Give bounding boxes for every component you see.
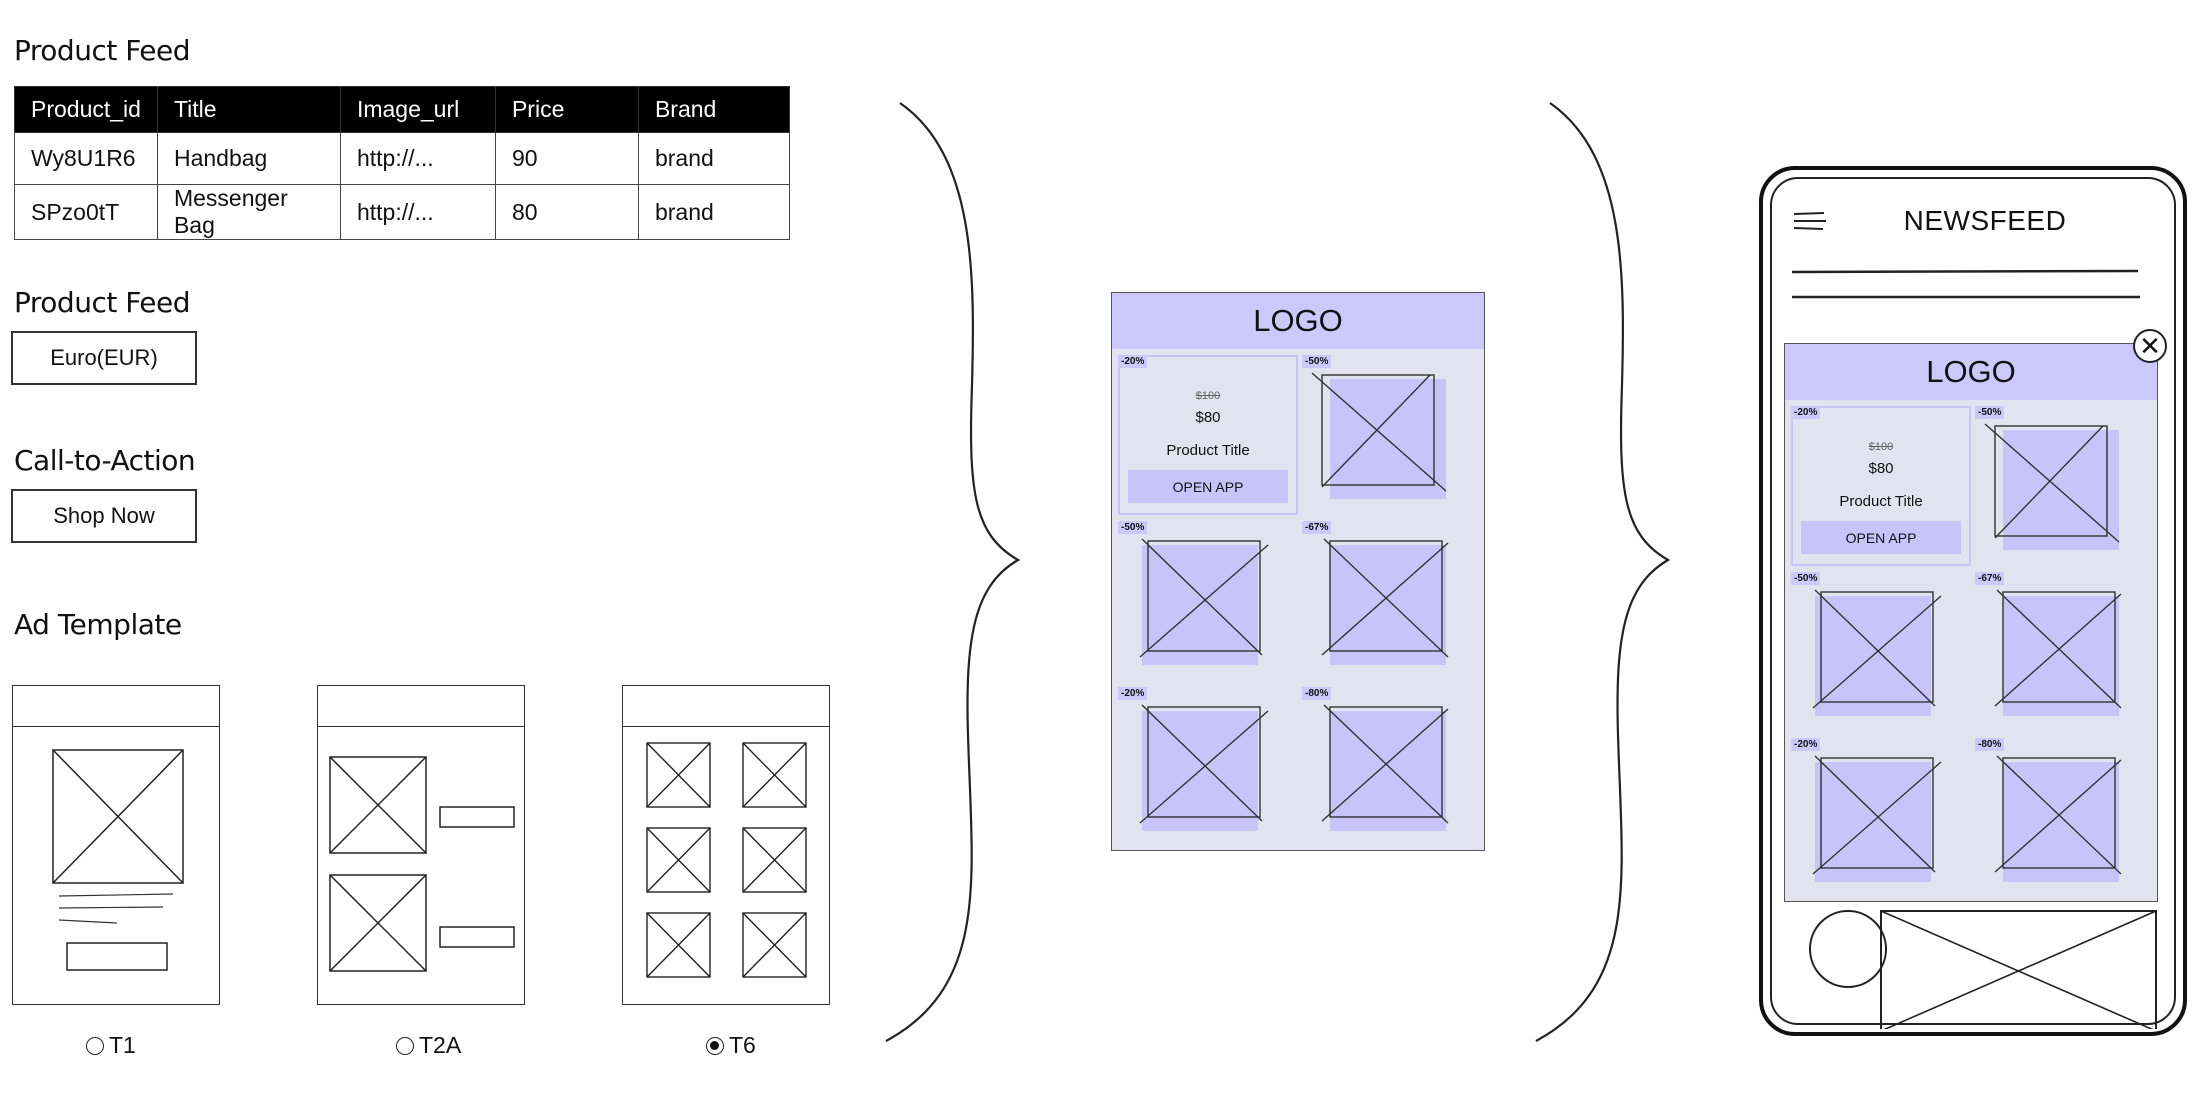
column-header: Price xyxy=(494,86,639,133)
ad-logo-header: LOGO xyxy=(1112,293,1484,349)
table-cell: Wy8U1R6 xyxy=(14,132,158,185)
table-header-row: Product_id Title Image_url Price Brand xyxy=(14,86,790,133)
feed-text-lines xyxy=(1791,269,2140,299)
product-feed-table: Product_id Title Image_url Price Brand W… xyxy=(14,86,790,240)
phone-screen xyxy=(1770,177,2176,1025)
currency-field[interactable]: Euro(EUR) xyxy=(11,331,197,385)
template-t2a-card[interactable] xyxy=(317,685,525,1005)
column-header: Brand xyxy=(637,86,790,133)
discount-badge: -50% xyxy=(1791,572,1821,585)
product-feed-title: Product Feed xyxy=(14,34,191,67)
close-icon: ✕ xyxy=(2139,331,2161,361)
product-image-grid xyxy=(1812,423,2122,882)
table-row: SPzo0tT Messenger Bag http://... 80 bran… xyxy=(14,184,790,240)
template-t6-option[interactable]: T6 xyxy=(706,1032,756,1059)
discount-badge: -20% xyxy=(1791,406,1821,419)
logo-text: LOGO xyxy=(1253,303,1343,338)
table-cell: Messenger Bag xyxy=(156,184,341,240)
feed-bottom-post xyxy=(1809,910,2157,1029)
template-header-line xyxy=(13,726,219,727)
newsfeed-title: NEWSFEED xyxy=(1903,205,2067,236)
table-cell: brand xyxy=(637,184,790,240)
hamburger-menu-icon[interactable] xyxy=(1792,210,1828,236)
template-t1-sketch xyxy=(52,749,184,971)
table-cell: 80 xyxy=(494,184,639,240)
cta-field[interactable]: Shop Now xyxy=(11,489,197,543)
table-cell: http://... xyxy=(339,184,496,240)
discount-badge: -50% xyxy=(1302,355,1332,368)
template-t6-card[interactable] xyxy=(622,685,830,1005)
template-t1-card[interactable] xyxy=(12,685,220,1005)
logo-text: LOGO xyxy=(1926,354,2016,389)
template-header-line xyxy=(623,726,829,727)
table-cell: http://... xyxy=(339,132,496,185)
discount-badge: -20% xyxy=(1118,687,1148,700)
column-header: Title xyxy=(156,86,341,133)
product-price: $80 xyxy=(1195,409,1221,426)
column-header: Product_id xyxy=(14,86,158,133)
old-price: $100 xyxy=(1195,390,1221,402)
close-ad-button[interactable]: ✕ xyxy=(2133,329,2167,363)
radio-button[interactable] xyxy=(86,1036,104,1055)
open-app-button[interactable]: OPEN APP xyxy=(1128,470,1288,503)
table-cell: brand xyxy=(637,132,790,185)
phone-ad-overlay: LOGO $100 $80 Product Title OPEN APP -20… xyxy=(1784,343,2158,902)
discount-badge: -20% xyxy=(1118,355,1148,368)
open-app-button[interactable]: OPEN APP xyxy=(1801,521,1961,554)
discount-badge: -50% xyxy=(1118,521,1148,534)
ad-template-title: Ad Template xyxy=(14,608,182,641)
discount-badge: -80% xyxy=(1975,738,2005,751)
template-t2a-option[interactable]: T2A xyxy=(396,1032,461,1059)
currency-title: Product Feed xyxy=(14,286,191,319)
left-curly-brace xyxy=(885,102,1020,1042)
template-header-line xyxy=(318,726,524,727)
old-price: $100 xyxy=(1868,441,1894,453)
template-t2a-sketch xyxy=(329,756,515,972)
discount-badge: -50% xyxy=(1975,406,2005,419)
discount-badge: -20% xyxy=(1791,738,1821,751)
product-price: $80 xyxy=(1868,460,1894,477)
table-row: Wy8U1R6 Handbag http://... 90 brand xyxy=(14,132,790,185)
ad-logo-header: LOGO xyxy=(1785,344,2157,400)
product-title: Product Title xyxy=(1166,442,1250,459)
right-curly-brace xyxy=(1535,102,1670,1042)
featured-product-tile[interactable]: $100 $80 Product Title OPEN APP xyxy=(1118,355,1298,515)
cta-title: Call-to-Action xyxy=(14,444,196,477)
table-cell: SPzo0tT xyxy=(14,184,158,240)
radio-button-selected[interactable] xyxy=(706,1036,724,1055)
template-label: T6 xyxy=(729,1032,756,1058)
table-cell: 90 xyxy=(494,132,639,185)
table-cell: Handbag xyxy=(156,132,341,185)
discount-badge: -67% xyxy=(1975,572,2005,585)
radio-button[interactable] xyxy=(396,1036,414,1055)
template-t1-option[interactable]: T1 xyxy=(86,1032,136,1059)
product-image-grid xyxy=(1139,372,1449,831)
template-label: T2A xyxy=(419,1032,462,1058)
discount-badge: -80% xyxy=(1302,687,1332,700)
template-label: T1 xyxy=(109,1032,136,1058)
product-title: Product Title xyxy=(1839,493,1923,510)
template-t6-sketch xyxy=(646,742,807,978)
featured-product-tile[interactable]: $100 $80 Product Title OPEN APP xyxy=(1791,406,1971,566)
column-header: Image_url xyxy=(339,86,496,133)
discount-badge: -67% xyxy=(1302,521,1332,534)
ad-preview: LOGO $100 $80 Product Title OPEN APP -20… xyxy=(1111,292,1485,851)
